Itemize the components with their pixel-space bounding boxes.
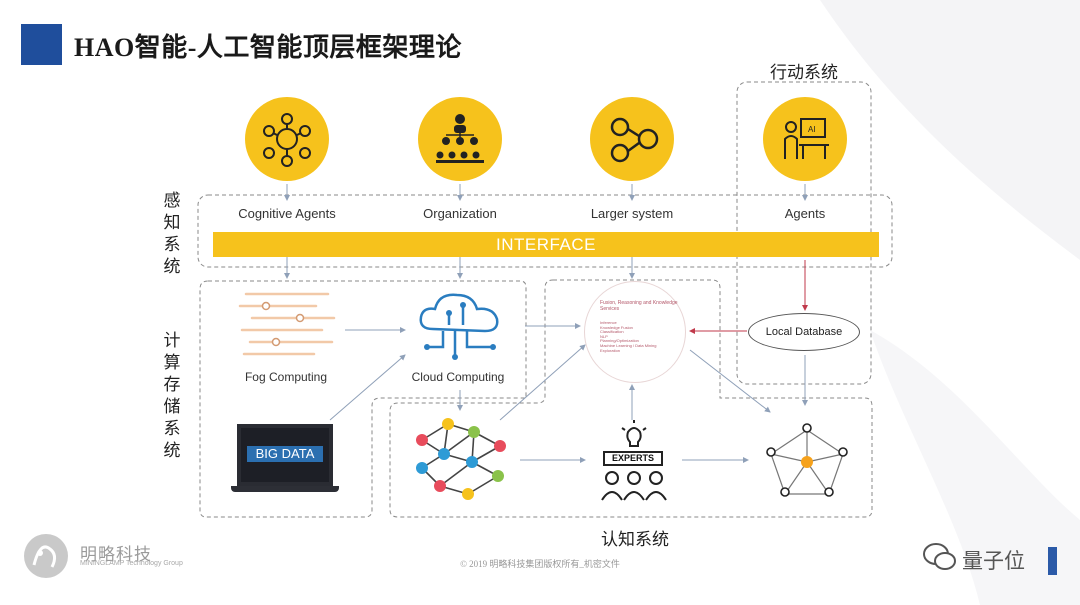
cognitive-agents-circle xyxy=(245,97,329,181)
larger-system-label: Larger system xyxy=(590,206,674,221)
fog-computing-icon xyxy=(238,292,336,356)
knowledge-item: Machine Learning / Data Mining xyxy=(600,342,657,348)
knowledge-item: Exploration xyxy=(600,347,621,353)
page-title: HAO智能-人工智能顶层框架理论 xyxy=(74,33,462,62)
cognitive-agents-icon xyxy=(263,113,311,167)
perception-frame xyxy=(197,194,893,268)
cloud-computing-label: Cloud Computing xyxy=(411,370,505,384)
company-logo-subtitle: MININGLAMP Technology Group xyxy=(80,560,183,567)
compute-storage-system-label: 计算存储系统 xyxy=(163,331,181,460)
cognitive-agents-label: Cognitive Agents xyxy=(238,206,336,221)
fog-computing-label: Fog Computing xyxy=(244,370,328,384)
knowledge-services-title: Fusion, Reasoning and Knowledge Services xyxy=(600,300,678,312)
experts-label: EXPERTS xyxy=(603,451,663,466)
experts-icon xyxy=(601,420,667,501)
cognition-frame xyxy=(389,279,873,518)
action-frame xyxy=(736,81,872,385)
title-accent-block xyxy=(21,24,62,65)
knowledge-services-circle xyxy=(584,281,686,383)
knowledge-services-list: Inference Knowledge Fusion Classificatio… xyxy=(600,320,680,353)
organization-circle xyxy=(418,97,502,181)
interface-bar: INTERFACE xyxy=(213,232,879,257)
knowledge-item: Knowledge Fusion xyxy=(600,324,633,330)
svg-text:AI: AI xyxy=(808,125,816,134)
agents-circle: AI xyxy=(763,97,847,181)
company-logo-name: 明略科技 xyxy=(80,545,152,564)
knowledge-item: NLP xyxy=(600,333,608,339)
local-database-node: Local Database xyxy=(748,313,860,351)
big-data-label: BIG DATA xyxy=(247,446,323,462)
laptop-base xyxy=(231,486,339,492)
organization-icon xyxy=(436,114,484,163)
action-system-label: 行动系统 xyxy=(770,63,838,82)
neural-network-icon xyxy=(416,418,506,500)
organization-label: Organization xyxy=(423,206,497,221)
perception-system-label: 感知系统 xyxy=(163,191,181,276)
knowledge-item: Classification xyxy=(600,329,624,335)
wechat-icon xyxy=(923,543,956,570)
copyright-text: © 2019 明略科技集团版权所有_机密文件 xyxy=(460,559,620,569)
agents-label: Agents xyxy=(784,206,826,221)
company-logo-icon xyxy=(24,534,68,578)
cognition-system-label: 认知系统 xyxy=(601,530,669,549)
people-network-icon xyxy=(766,423,848,497)
knowledge-item: Planning/Optimization xyxy=(600,338,639,344)
knowledge-item: Inference xyxy=(600,320,617,325)
ai-agent-icon: AI xyxy=(784,118,829,159)
cloud-computing-icon xyxy=(419,293,499,360)
watermark-accent xyxy=(1048,547,1057,575)
watermark-label: 量子位 xyxy=(962,549,1025,573)
gears-icon xyxy=(610,117,659,163)
larger-system-circle xyxy=(590,97,674,181)
